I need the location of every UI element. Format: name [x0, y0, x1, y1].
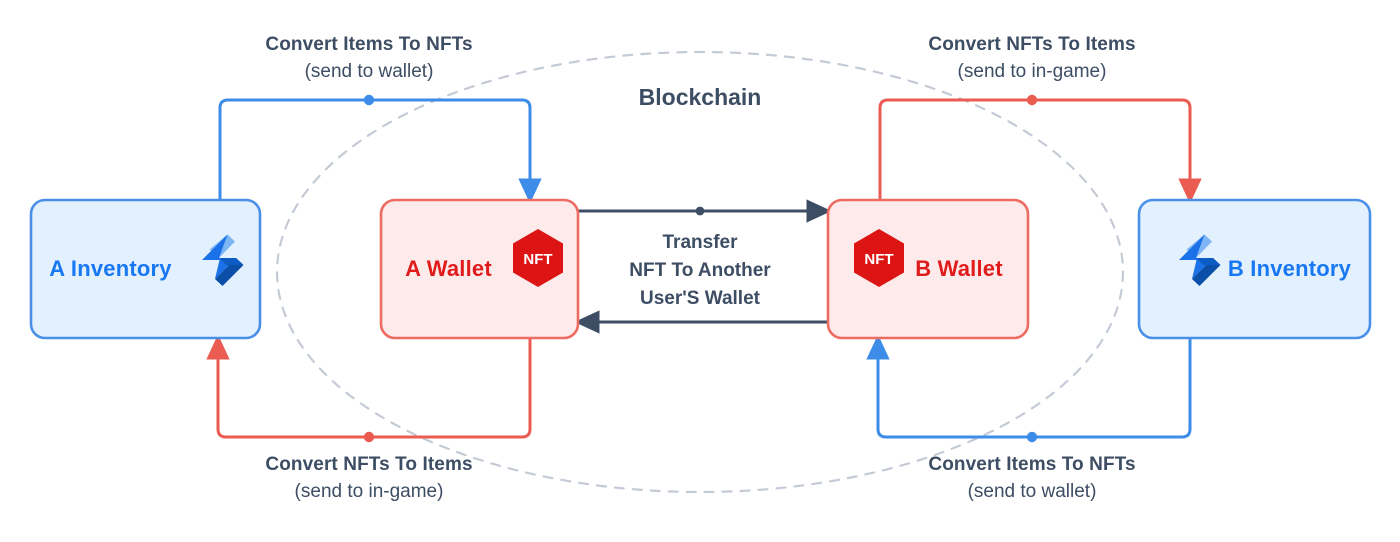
- node-a-inventory[interactable]: [29, 198, 262, 340]
- connector-a-inventory-to-a-wallet: [218, 98, 542, 204]
- caption-line-2: (send to wallet): [967, 481, 1097, 502]
- caption-top-right: Convert NFTs To Items (send to in-game): [872, 32, 1192, 86]
- lightning-bolt-icon: [202, 234, 244, 286]
- connector-midpoint-dot-bottom-right: [1026, 431, 1038, 443]
- caption-bottom-left: Convert NFTs To Items (send to in-game): [209, 452, 529, 506]
- node-label-text: A Inventory: [49, 256, 172, 281]
- caption-bottom-right: Convert Items To NFTs (send to wallet): [872, 452, 1192, 506]
- node-b-inventory[interactable]: [1137, 198, 1372, 340]
- node-label-text: B Wallet: [915, 256, 1003, 281]
- connector-b-inventory-to-b-wallet: [866, 334, 1192, 439]
- caption-line-2: (send to wallet): [304, 61, 434, 82]
- nft-badge-label: NFT: [864, 251, 893, 268]
- connector-a-wallet-to-a-inventory: [206, 334, 532, 439]
- lightning-bolt-icon: [1179, 234, 1221, 286]
- caption-line-1: Convert Items To NFTs: [265, 34, 473, 55]
- caption-line-1: Convert Items To NFTs: [928, 454, 1136, 475]
- caption-line-1: Convert NFTs To Items: [265, 454, 473, 475]
- node-label-text: B Inventory: [1227, 256, 1352, 281]
- node-label-text: A Wallet: [405, 256, 492, 281]
- caption-line-2: (send to in-game): [957, 61, 1107, 82]
- caption-top-left: Convert Items To NFTs (send to wallet): [209, 32, 529, 86]
- transfer-midpoint-dot: [695, 206, 705, 216]
- node-label-a-inventory: A Inventory: [31, 200, 260, 338]
- node-label-a-wallet: A Wallet: [381, 200, 578, 338]
- transfer-line-3: User'S Wallet: [640, 288, 760, 309]
- transfer-line-1: Transfer: [662, 232, 738, 253]
- blockchain-title: Blockchain: [638, 84, 762, 110]
- nft-hexagon-icon: NFT: [854, 229, 904, 287]
- blockchain-boundary-ellipse: [275, 50, 1125, 494]
- transfer-line-2: NFT To Another: [629, 260, 771, 281]
- caption-line-2: (send to in-game): [294, 481, 444, 502]
- connector-b-wallet-to-b-inventory: [878, 98, 1202, 204]
- connector-midpoint-dot-bottom-left: [363, 431, 375, 443]
- nft-badge-label: NFT: [523, 251, 552, 268]
- nft-hexagon-icon: NFT: [513, 229, 563, 287]
- connector-midpoint-dot-top-left: [363, 94, 375, 106]
- connector-midpoint-dot-top-right: [1026, 94, 1038, 106]
- transfer-label: Transfer NFT To Another User'S Wallet: [570, 229, 830, 313]
- node-label-b-inventory: B Inventory: [1139, 200, 1370, 338]
- caption-line-1: Convert NFTs To Items: [928, 34, 1136, 55]
- node-label-b-wallet: B Wallet: [828, 200, 1028, 338]
